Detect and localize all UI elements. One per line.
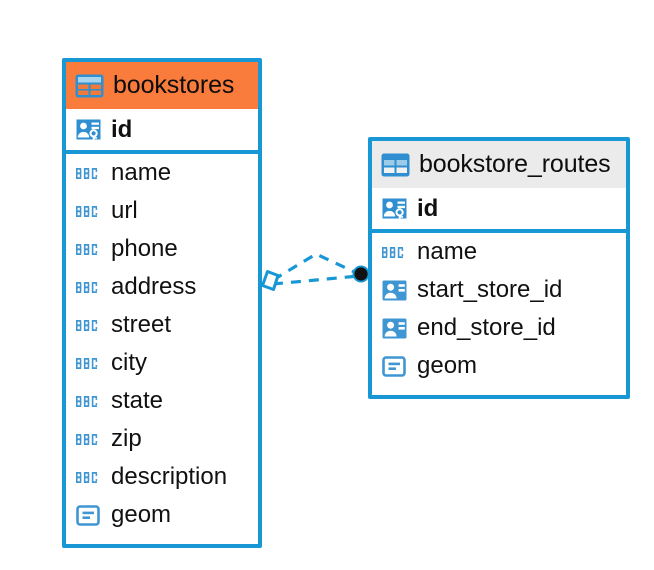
geometry-icon — [76, 504, 100, 526]
field-label-routes-geom: geom — [417, 352, 478, 379]
field-row-routes-id[interactable]: id — [372, 188, 626, 233]
entity-header-bookstores[interactable]: bookstores — [66, 62, 258, 109]
field-label-street: street — [111, 311, 172, 338]
field-row-address[interactable]: address — [66, 268, 258, 306]
entity-title-bookstore-routes: bookstore_routes — [419, 150, 611, 178]
foreign-key-icon — [382, 318, 407, 338]
field-label-city: city — [111, 349, 147, 376]
field-row-geom[interactable]: geom — [66, 496, 258, 534]
field-label-geom: geom — [111, 501, 172, 528]
abc-text-icon — [76, 243, 98, 255]
field-row-end-store-id[interactable]: end_store_id — [372, 309, 626, 347]
abc-text-icon — [76, 281, 98, 293]
field-row-routes-geom[interactable]: geom — [372, 347, 626, 385]
foreign-key-icon — [382, 280, 407, 300]
entity-bookstore-routes[interactable]: bookstore_routes id — [368, 137, 630, 399]
field-row-street[interactable]: street — [66, 306, 258, 344]
field-label-url: url — [111, 197, 138, 224]
primary-key-icon — [382, 198, 407, 220]
entity-header-bookstore-routes[interactable]: bookstore_routes — [372, 141, 626, 188]
field-row-routes-name[interactable]: name — [372, 233, 626, 271]
abc-text-icon — [76, 205, 98, 217]
field-label-routes-name: name — [417, 238, 478, 265]
field-row-start-store-id[interactable]: start_store_id — [372, 271, 626, 309]
abc-text-icon — [76, 395, 98, 407]
entity-bookstores[interactable]: bookstores id n — [62, 58, 262, 548]
relationship-circle-marker — [354, 267, 368, 281]
abc-text-icon — [76, 471, 98, 483]
abc-text-icon — [382, 246, 404, 258]
primary-key-icon — [76, 119, 101, 141]
field-row-state[interactable]: state — [66, 382, 258, 420]
abc-text-icon — [76, 433, 98, 445]
field-row-url[interactable]: url — [66, 192, 258, 230]
field-label-name: name — [111, 159, 172, 186]
geometry-icon — [382, 355, 406, 377]
entity-title-bookstores: bookstores — [113, 71, 235, 99]
field-row-phone[interactable]: phone — [66, 230, 258, 268]
field-label-start-store-id: start_store_id — [417, 276, 563, 303]
table-icon — [75, 74, 104, 97]
relationship-diamond-marker — [261, 270, 280, 291]
field-label-description: description — [111, 463, 228, 490]
field-row-description[interactable]: description — [66, 458, 258, 496]
field-label-zip: zip — [111, 425, 142, 452]
relationship-connector-bookstores-to-bookstore-routes[interactable] — [258, 243, 374, 305]
field-label-address: address — [111, 273, 197, 300]
field-label-id: id — [111, 115, 133, 143]
relationship-line-upper — [272, 252, 360, 282]
abc-text-icon — [76, 319, 98, 331]
field-row-city[interactable]: city — [66, 344, 258, 382]
abc-text-icon — [76, 357, 98, 369]
field-label-routes-id: id — [417, 194, 439, 222]
field-row-zip[interactable]: zip — [66, 420, 258, 458]
abc-text-icon — [76, 167, 98, 179]
field-label-phone: phone — [111, 235, 178, 262]
relationship-line-lower — [272, 274, 360, 286]
field-row-name[interactable]: name — [66, 154, 258, 192]
field-label-state: state — [111, 387, 164, 414]
field-row-id[interactable]: id — [66, 109, 258, 154]
field-label-end-store-id: end_store_id — [417, 314, 556, 341]
table-icon — [381, 153, 410, 176]
